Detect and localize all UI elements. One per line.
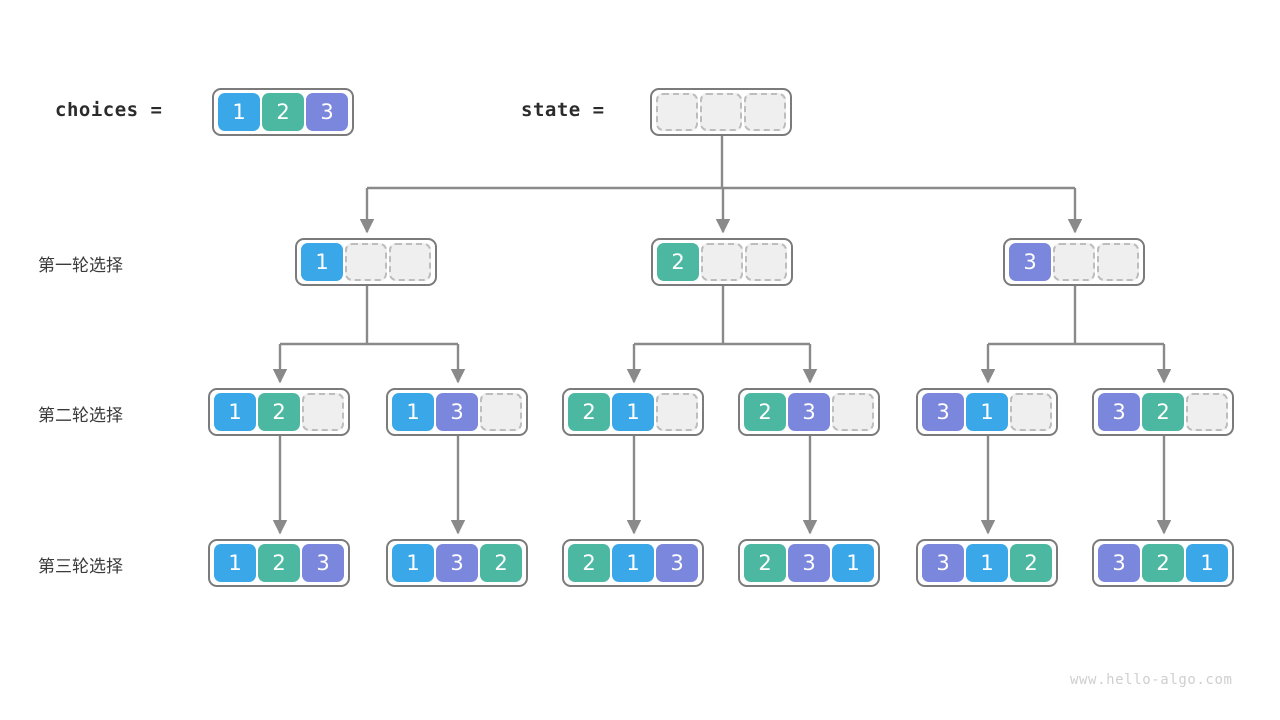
array-cell-empty bbox=[1053, 243, 1095, 281]
array-cell-filled: 1 bbox=[966, 544, 1008, 582]
array-cell-filled: 3 bbox=[788, 393, 830, 431]
array-cell-filled: 2 bbox=[1142, 393, 1184, 431]
array-cell-empty bbox=[1010, 393, 1052, 431]
array-cell-filled: 2 bbox=[657, 243, 699, 281]
array-cell-filled: 2 bbox=[568, 393, 610, 431]
array-cell-filled: 1 bbox=[214, 393, 256, 431]
array-cell-filled: 3 bbox=[436, 544, 478, 582]
array-cell-empty bbox=[1097, 243, 1139, 281]
row-label-round-2: 第二轮选择 bbox=[38, 406, 123, 426]
array-cell-filled: 1 bbox=[392, 544, 434, 582]
array-cell-filled: 1 bbox=[1186, 544, 1228, 582]
level1-node-1: 1 bbox=[295, 238, 437, 286]
array-cell-filled: 2 bbox=[1010, 544, 1052, 582]
row-label-round-1: 第一轮选择 bbox=[38, 256, 123, 276]
array-cell-filled: 1 bbox=[214, 544, 256, 582]
array-cell-empty bbox=[656, 393, 698, 431]
state-label: state = bbox=[521, 99, 605, 121]
array-cell-empty bbox=[345, 243, 387, 281]
array-cell-filled: 3 bbox=[302, 544, 344, 582]
array-cell-filled: 2 bbox=[1142, 544, 1184, 582]
level1-node-2: 2 bbox=[651, 238, 793, 286]
array-cell-filled: 3 bbox=[436, 393, 478, 431]
array-cell-empty bbox=[744, 93, 786, 131]
array-cell-filled: 2 bbox=[258, 544, 300, 582]
array-cell-filled: 2 bbox=[258, 393, 300, 431]
array-cell-filled: 2 bbox=[480, 544, 522, 582]
array-cell-filled: 1 bbox=[966, 393, 1008, 431]
array-cell-empty bbox=[389, 243, 431, 281]
array-cell-filled: 3 bbox=[1009, 243, 1051, 281]
array-cell-empty bbox=[1186, 393, 1228, 431]
array-cell-filled: 1 bbox=[218, 93, 260, 131]
array-cell-filled: 1 bbox=[612, 393, 654, 431]
array-cell-filled: 3 bbox=[656, 544, 698, 582]
array-cell-filled: 3 bbox=[306, 93, 348, 131]
array-cell-filled: 3 bbox=[1098, 544, 1140, 582]
array-cell-filled: 2 bbox=[744, 544, 786, 582]
array-cell-empty bbox=[700, 93, 742, 131]
array-cell-empty bbox=[832, 393, 874, 431]
array-cell-filled: 3 bbox=[788, 544, 830, 582]
array-cell-filled: 1 bbox=[612, 544, 654, 582]
array-cell-empty bbox=[302, 393, 344, 431]
state-array bbox=[650, 88, 792, 136]
array-cell-empty bbox=[656, 93, 698, 131]
array-cell-filled: 1 bbox=[392, 393, 434, 431]
array-cell-filled: 2 bbox=[744, 393, 786, 431]
array-cell-filled: 3 bbox=[922, 544, 964, 582]
array-cell-filled: 3 bbox=[922, 393, 964, 431]
row-label-round-3: 第三轮选择 bbox=[38, 557, 123, 577]
array-cell-filled: 3 bbox=[1098, 393, 1140, 431]
level1-node-3: 3 bbox=[1003, 238, 1145, 286]
array-cell-empty bbox=[745, 243, 787, 281]
array-cell-filled: 2 bbox=[568, 544, 610, 582]
array-cell-filled: 2 bbox=[262, 93, 304, 131]
array-cell-empty bbox=[701, 243, 743, 281]
array-cell-filled: 1 bbox=[301, 243, 343, 281]
array-cell-empty bbox=[480, 393, 522, 431]
choices-label: choices = bbox=[55, 99, 163, 121]
array-cell-filled: 1 bbox=[832, 544, 874, 582]
watermark: www.hello-algo.com bbox=[1070, 672, 1233, 688]
